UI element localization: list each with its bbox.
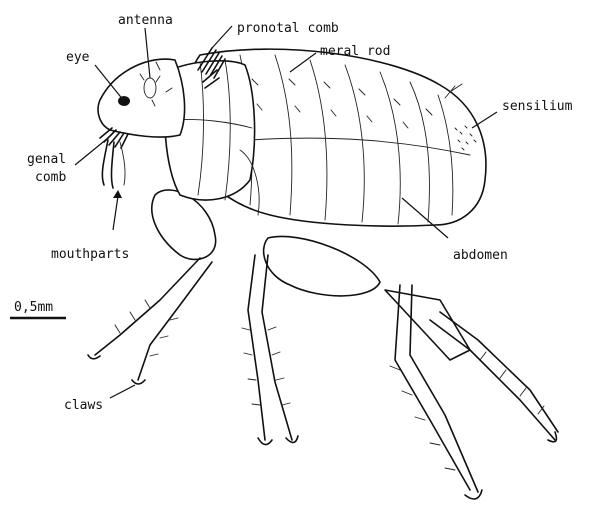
fore-leg: [88, 190, 216, 384]
label-meral-rod: meral rod: [320, 44, 390, 59]
middle-leg: [242, 236, 380, 444]
label-eye: eye: [66, 50, 90, 65]
label-comb: comb: [35, 170, 66, 185]
label-sensilium: sensilium: [502, 99, 573, 114]
label-scale: 0,5mm: [14, 300, 53, 315]
label-claws: claws: [64, 398, 103, 413]
head: [98, 59, 185, 137]
label-abdomen: abdomen: [453, 248, 508, 263]
label-genal: genal: [27, 152, 66, 167]
hind-leg: [385, 285, 558, 499]
mouthparts-structure: [102, 140, 125, 188]
label-pronotal-comb: pronotal comb: [237, 21, 339, 36]
label-antenna: antenna: [118, 13, 173, 28]
label-mouthparts: mouthparts: [51, 247, 129, 262]
